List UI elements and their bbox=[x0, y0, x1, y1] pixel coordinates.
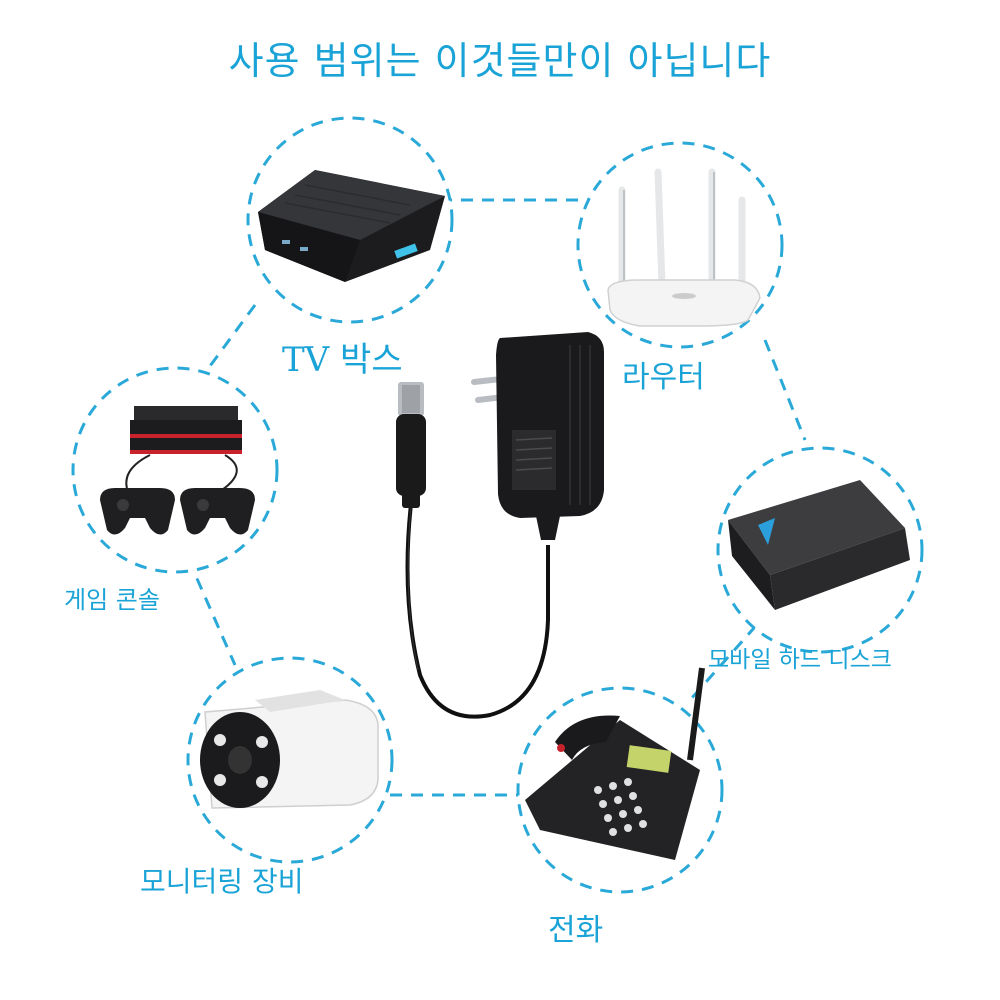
power-adapter-icon bbox=[396, 332, 604, 719]
phone-icon bbox=[525, 667, 705, 860]
circle-game-console bbox=[71, 366, 279, 574]
camera-icon bbox=[200, 690, 379, 809]
label-phone: 전화 bbox=[548, 913, 604, 948]
tv-box-icon bbox=[258, 170, 445, 282]
label-tv-box: TV 박스 bbox=[282, 340, 403, 380]
label-router: 라우터 bbox=[622, 360, 705, 395]
game-console-icon bbox=[100, 406, 255, 535]
label-hard-disk: 모바일 하드 디스크 bbox=[708, 647, 892, 673]
label-game-console: 게임 콘솔 bbox=[64, 586, 160, 614]
page-title: 사용 범위는 이것들만이 아닙니다 bbox=[228, 39, 772, 83]
hard-disk-icon bbox=[728, 480, 910, 610]
label-monitoring-equipment: 모니터링 장비 bbox=[140, 865, 304, 898]
router-icon bbox=[607, 168, 761, 327]
